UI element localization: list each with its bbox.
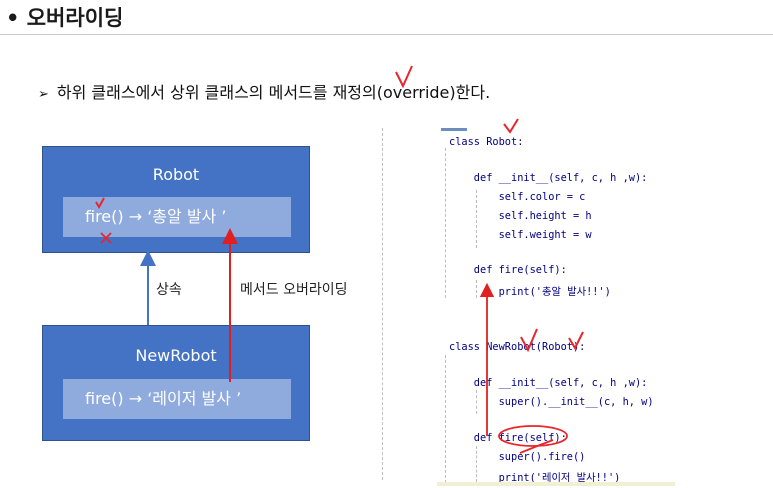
code-tab-indicator — [441, 128, 467, 131]
inherit-label: 상속 — [156, 282, 182, 298]
page-title: • 오버라이딩 — [6, 6, 124, 30]
indent-guide — [476, 280, 477, 298]
newrobot-method-box: fire() → ‘레이저 발사 ’ — [63, 379, 291, 419]
code-line: def fire(self): — [449, 264, 567, 276]
section-divider — [382, 128, 383, 480]
bullet-line: ➢ 하위 클래스에서 상위 클래스의 메서드를 재정의(override)한다. — [38, 79, 490, 103]
indent-guide — [476, 390, 477, 414]
code-line: self.height = h — [449, 210, 592, 222]
cross-mark-icon — [100, 232, 112, 244]
robot-class-name: Robot — [152, 165, 200, 184]
bullet-text: 하위 클래스에서 상위 클래스의 메서드를 재정의(override)한다. — [56, 83, 491, 102]
check-mark-icon — [503, 118, 519, 134]
code-line: self.weight = w — [449, 229, 592, 241]
newrobot-class-box: NewRobot fire() → ‘레이저 발사 ’ — [42, 325, 310, 441]
code-line: print('레이저 발사!!') — [449, 472, 621, 484]
arrow-bullet-icon: ➢ — [38, 87, 49, 102]
check-mark-icon — [568, 331, 584, 351]
check-mark-icon — [520, 328, 538, 353]
code-line: print('총알 발사!!') — [449, 286, 611, 298]
code-line: super().__init__(c, h, w) — [449, 396, 654, 408]
check-mark-icon — [95, 197, 105, 209]
code-line: self.color = c — [449, 191, 586, 203]
underline-stroke — [519, 439, 554, 454]
check-mark-icon — [395, 65, 413, 89]
title-divider — [0, 34, 773, 35]
robot-class-box: Robot fire() → ‘총알 발사 ’ — [42, 146, 310, 253]
override-label: 메서드 오버라이딩 — [240, 282, 348, 298]
indent-guide — [476, 190, 477, 248]
newrobot-class-name: NewRobot — [135, 346, 217, 365]
code-line: super().fire() — [449, 451, 586, 463]
indent-guide — [445, 355, 446, 483]
code-line: class NewRobot(Robot): — [449, 341, 586, 353]
code-line: def __init__(self, c, h ,w): — [449, 172, 648, 184]
indent-guide — [445, 148, 446, 298]
code-panel — [437, 124, 675, 486]
indent-guide — [476, 446, 477, 482]
code-panel-footer — [437, 482, 675, 486]
code-line: class Robot: — [449, 136, 524, 148]
highlight-circle — [498, 425, 568, 447]
